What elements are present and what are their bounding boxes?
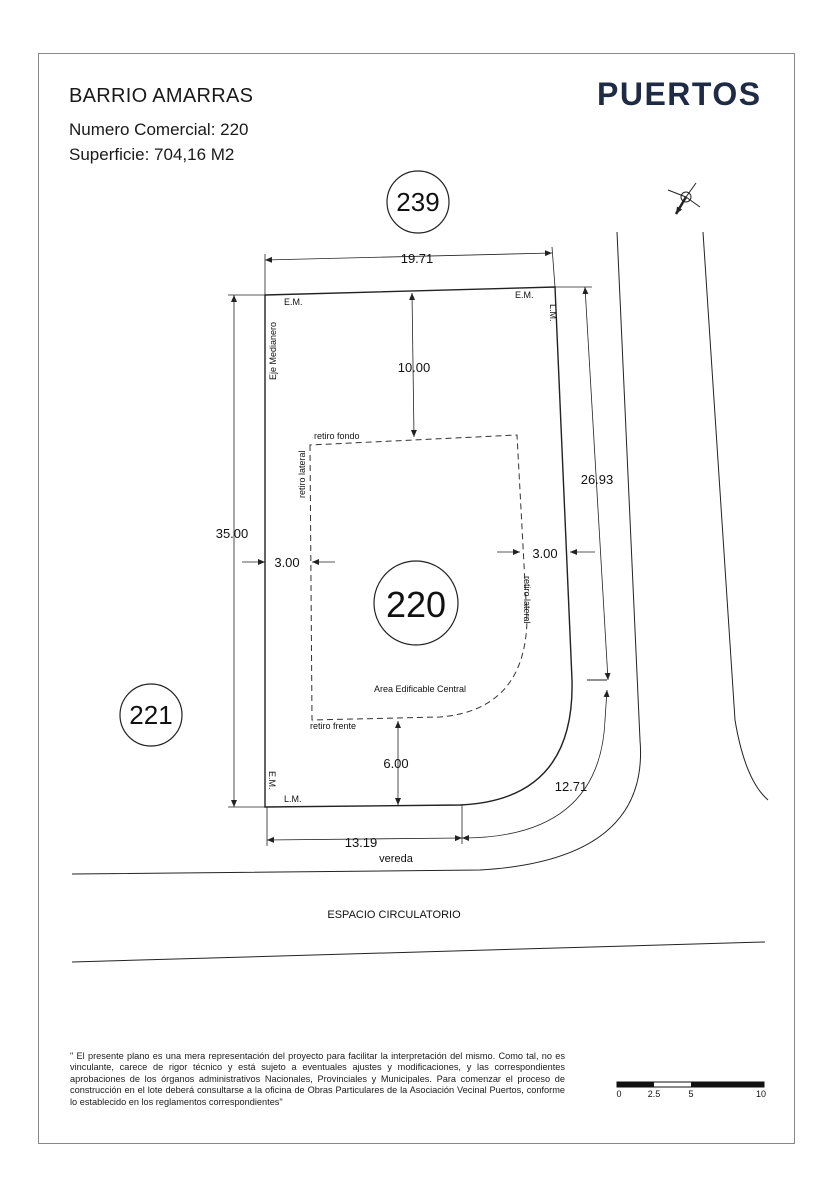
scale-tick-2-5: 2.5 bbox=[648, 1089, 661, 1099]
brand-logo: PUERTOS bbox=[597, 76, 762, 112]
dimension-lines bbox=[228, 246, 611, 846]
dim-left-setback: 3.00 bbox=[274, 555, 299, 570]
label-sidewalk: vereda bbox=[379, 853, 414, 865]
label-circulation-space: ESPACIO CIRCULATORIO bbox=[327, 909, 461, 921]
label-retiro-fondo: retiro fondo bbox=[314, 431, 360, 441]
dim-front-width: 13.19 bbox=[345, 835, 378, 850]
lot-220-circle bbox=[373, 560, 459, 646]
scale-tick-0: 0 bbox=[616, 1089, 621, 1099]
label-lm-bottom: L.M. bbox=[284, 794, 302, 804]
dim-top-width: 19.71 bbox=[401, 251, 434, 266]
label-lm-right: L.M. bbox=[548, 304, 558, 322]
lot-239-circle bbox=[386, 170, 450, 234]
label-em-top-right: E.M. bbox=[515, 290, 534, 300]
lot-221-label: 221 bbox=[129, 700, 172, 730]
dim-back-setback: 10.00 bbox=[398, 360, 431, 375]
buildable-area-outline bbox=[309, 434, 528, 721]
label-retiro-lateral-right: retiro lateral bbox=[522, 576, 532, 624]
lot-239-label: 239 bbox=[396, 187, 439, 217]
dim-front-setback: 6.00 bbox=[383, 756, 408, 771]
label-buildable-area: Area Edificable Central bbox=[374, 684, 466, 694]
dim-right-depth: 26.93 bbox=[581, 472, 614, 487]
label-eje-medianero: Eje Medianero bbox=[268, 322, 278, 380]
label-retiro-lateral-left: retiro lateral bbox=[297, 450, 307, 498]
lot-221-circle bbox=[119, 683, 183, 747]
lot-220-label: 220 bbox=[386, 584, 446, 625]
scale-tick-5: 5 bbox=[688, 1089, 693, 1099]
dim-left-depth: 35.00 bbox=[216, 526, 249, 541]
commercial-number: Numero Comercial: 220 bbox=[69, 120, 249, 139]
dim-right-setback: 3.00 bbox=[532, 546, 557, 561]
neighborhood-title: BARRIO AMARRAS bbox=[69, 85, 254, 107]
drawing-frame bbox=[38, 53, 795, 1144]
dim-curve-length: 12.71 bbox=[555, 779, 588, 794]
legal-disclaimer: " El presente plano es una mera represen… bbox=[70, 1051, 565, 1107]
surface-area: Superficie: 704,16 M2 bbox=[69, 145, 235, 164]
scale-bar: 0 2.5 5 10 bbox=[616, 1081, 766, 1099]
scale-tick-10: 10 bbox=[756, 1089, 766, 1099]
label-retiro-frente: retiro frente bbox=[310, 721, 356, 731]
label-em-bottom-left: E.M. bbox=[267, 771, 277, 790]
north-arrow-icon bbox=[667, 182, 701, 215]
label-em-top-left: E.M. bbox=[284, 297, 303, 307]
